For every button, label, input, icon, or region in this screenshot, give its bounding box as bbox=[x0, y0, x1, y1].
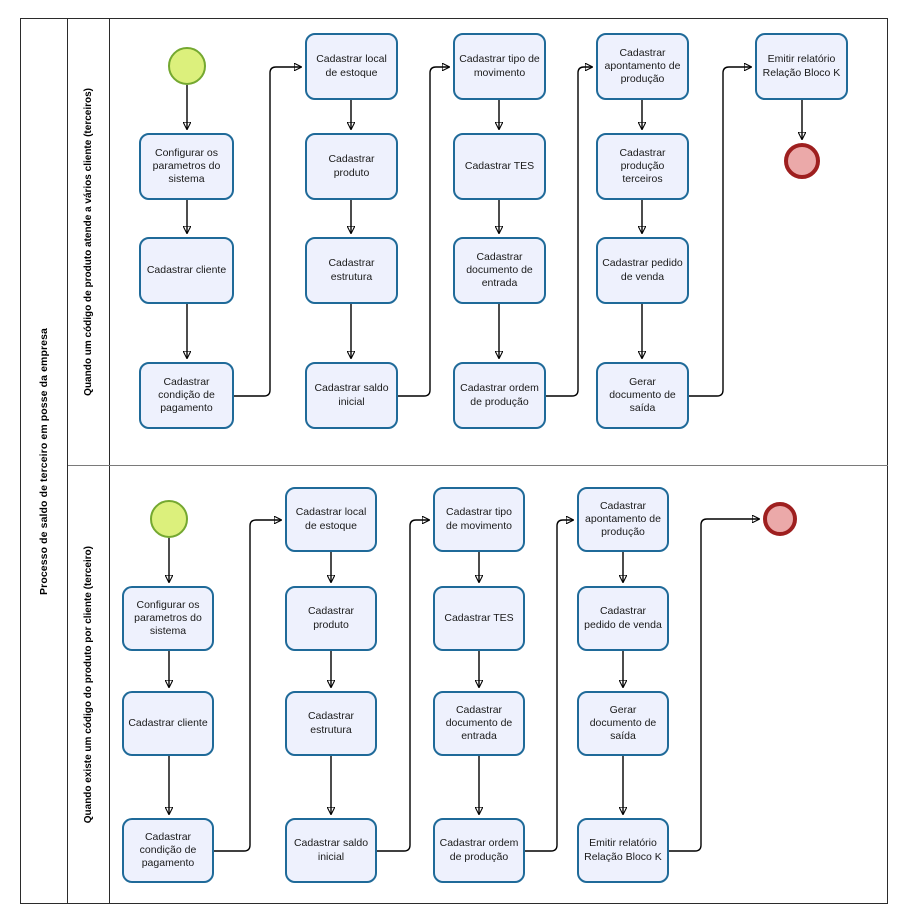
task-cadastrar-documento-entrada-l1[interactable]: Cadastrar documento de entrada bbox=[453, 237, 546, 304]
lane-2-label: Quando existe um código do produto por c… bbox=[83, 545, 94, 824]
task-cadastrar-condicao-pagamento-l2[interactable]: Cadastrar condição de pagamento bbox=[122, 818, 214, 883]
end-event-lane-1[interactable] bbox=[784, 143, 820, 179]
lane-divider bbox=[68, 465, 888, 466]
task-cadastrar-cliente-l2[interactable]: Cadastrar cliente bbox=[122, 691, 214, 756]
task-cadastrar-estrutura-l1[interactable]: Cadastrar estrutura bbox=[305, 237, 398, 304]
task-cadastrar-pedido-venda-l1[interactable]: Cadastrar pedido de venda bbox=[596, 237, 689, 304]
task-cadastrar-tipo-movimento-l1[interactable]: Cadastrar tipo de movimento bbox=[453, 33, 546, 100]
task-cadastrar-local-estoque-l1[interactable]: Cadastrar local de estoque bbox=[305, 33, 398, 100]
task-configurar-parametros-l2[interactable]: Configurar os parametros do sistema bbox=[122, 586, 214, 651]
start-event-lane-1[interactable] bbox=[168, 47, 206, 85]
task-cadastrar-tipo-movimento-l2[interactable]: Cadastrar tipo de movimento bbox=[433, 487, 525, 552]
lane-1-label: Quando um código de produto atende a vár… bbox=[83, 87, 94, 396]
task-cadastrar-tes-l1[interactable]: Cadastrar TES bbox=[453, 133, 546, 200]
task-gerar-documento-saida-l1[interactable]: Gerar documento de saída bbox=[596, 362, 689, 429]
task-cadastrar-ordem-producao-l1[interactable]: Cadastrar ordem de produção bbox=[453, 362, 546, 429]
start-event-lane-2[interactable] bbox=[150, 500, 188, 538]
task-cadastrar-saldo-inicial-l2[interactable]: Cadastrar saldo inicial bbox=[285, 818, 377, 883]
task-emitir-relatorio-bloco-k-l2[interactable]: Emitir relatório Relação Bloco K bbox=[577, 818, 669, 883]
task-emitir-relatorio-bloco-k-l1[interactable]: Emitir relatório Relação Bloco K bbox=[755, 33, 848, 100]
end-event-lane-2[interactable] bbox=[763, 502, 797, 536]
task-cadastrar-produto-l2[interactable]: Cadastrar produto bbox=[285, 586, 377, 651]
lane-header-2: Quando existe um código do produto por c… bbox=[68, 465, 110, 904]
task-configurar-parametros-l1[interactable]: Configurar os parametros do sistema bbox=[139, 133, 234, 200]
task-cadastrar-condicao-pagamento-l1[interactable]: Cadastrar condição de pagamento bbox=[139, 362, 234, 429]
task-cadastrar-documento-entrada-l2[interactable]: Cadastrar documento de entrada bbox=[433, 691, 525, 756]
task-cadastrar-produto-l1[interactable]: Cadastrar produto bbox=[305, 133, 398, 200]
task-cadastrar-local-estoque-l2[interactable]: Cadastrar local de estoque bbox=[285, 487, 377, 552]
task-cadastrar-apontamento-producao-l1[interactable]: Cadastrar apontamento de produção bbox=[596, 33, 689, 100]
lane-header-1: Quando um código de produto atende a vár… bbox=[68, 18, 110, 465]
task-gerar-documento-saida-l2[interactable]: Gerar documento de saída bbox=[577, 691, 669, 756]
task-cadastrar-ordem-producao-l2[interactable]: Cadastrar ordem de produção bbox=[433, 818, 525, 883]
task-cadastrar-saldo-inicial-l1[interactable]: Cadastrar saldo inicial bbox=[305, 362, 398, 429]
task-cadastrar-tes-l2[interactable]: Cadastrar TES bbox=[433, 586, 525, 651]
task-cadastrar-pedido-venda-l2[interactable]: Cadastrar pedido de venda bbox=[577, 586, 669, 651]
pool-title-label: Processo de saldo de terceiro em posse d… bbox=[37, 327, 50, 595]
pool-title: Processo de saldo de terceiro em posse d… bbox=[20, 18, 68, 904]
task-cadastrar-estrutura-l2[interactable]: Cadastrar estrutura bbox=[285, 691, 377, 756]
task-cadastrar-cliente-l1[interactable]: Cadastrar cliente bbox=[139, 237, 234, 304]
task-cadastrar-producao-terceiros-l1[interactable]: Cadastrar produção terceiros bbox=[596, 133, 689, 200]
task-cadastrar-apontamento-producao-l2[interactable]: Cadastrar apontamento de produção bbox=[577, 487, 669, 552]
